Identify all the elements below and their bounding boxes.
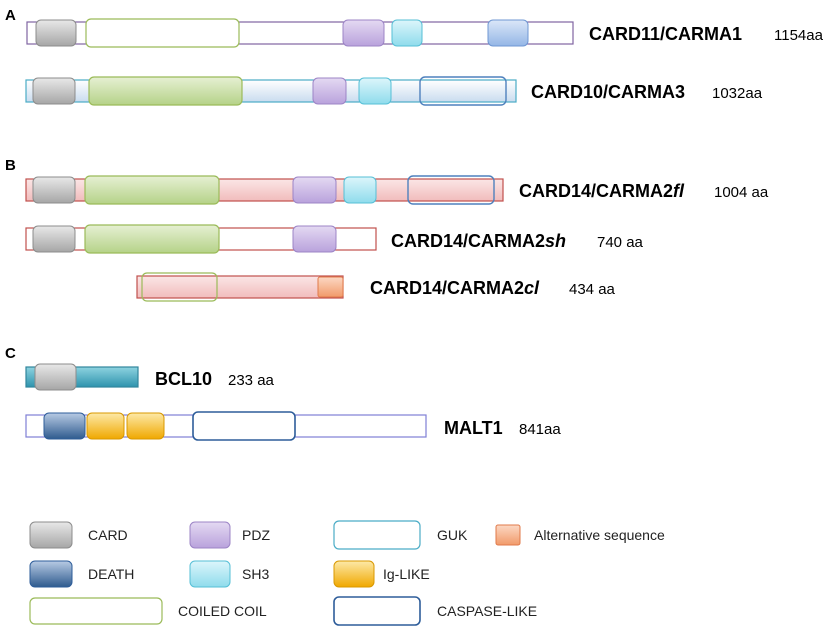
legend-caspase-like-label: CASPASE-LIKE (437, 603, 537, 619)
card-domain (35, 19, 77, 47)
protein-malt1: MALT1 841aa (25, 411, 561, 441)
protein-length: 434 aa (569, 281, 616, 298)
pdz-domain (342, 19, 385, 47)
legend-card-swatch (29, 521, 73, 549)
legend-ig-like-swatch (333, 560, 375, 588)
legend-pdz-swatch (189, 521, 231, 549)
ig-like-domain (86, 412, 125, 440)
legend-coiled-coil-label: COILED COIL (178, 603, 267, 619)
legend-ig-like-label: Ig-LIKE (383, 566, 430, 582)
protein-name: BCL10 (155, 369, 212, 389)
legend-death-label: DEATH (88, 566, 134, 582)
legend-pdz-label: PDZ (242, 527, 270, 543)
card-domain (32, 176, 76, 204)
legend-sh3-label: SH3 (242, 566, 269, 582)
ig-like-domain (126, 412, 165, 440)
protein-name: CARD14/CARMA2fl (519, 181, 685, 201)
card-domain (34, 363, 77, 391)
pdz-domain (292, 176, 337, 204)
panel-label-b: B (5, 157, 16, 174)
legend-guk-label: GUK (437, 527, 468, 543)
protein-name: MALT1 (444, 418, 503, 438)
guk-domain (487, 19, 529, 47)
legend-sh3-swatch (189, 560, 231, 588)
protein-length: 1032aa (712, 85, 763, 102)
protein-name: CARD14/CARMA2sh (391, 231, 566, 251)
caspase-like-domain (192, 411, 296, 441)
legend-caspase-like-swatch (333, 596, 421, 626)
protein-name: CARD10/CARMA3 (531, 82, 685, 102)
guk-domain (407, 175, 495, 205)
legend-guk-swatch (333, 520, 421, 550)
alternative-sequence-domain (317, 276, 344, 298)
protein-card14cl: CARD14/CARMA2cl 434 aa (136, 272, 616, 302)
protein-length: 233 aa (228, 372, 275, 389)
protein-bcl10: BCL10 233 aa (25, 363, 275, 391)
panel-label-a: A (5, 7, 16, 24)
legend-alternative-sequence-swatch (495, 524, 521, 546)
protein-name: CARD14/CARMA2cl (370, 278, 540, 298)
panel-label-c: C (5, 345, 16, 362)
coiled-coil-domain (88, 76, 243, 106)
coiled-coil-domain (85, 18, 240, 48)
sh3-domain (358, 77, 392, 105)
coiled-coil-domain (84, 175, 220, 205)
sh3-domain (391, 19, 423, 47)
legend-card-label: CARD (88, 527, 128, 543)
pdz-domain (312, 77, 347, 105)
legend: CARD PDZ GUK Alternative sequence DEATH … (29, 520, 665, 626)
coiled-coil-domain (84, 224, 220, 254)
protein-card14sh: CARD14/CARMA2sh 740 aa (25, 224, 644, 254)
guk-domain (419, 76, 507, 106)
protein-card14fl: CARD14/CARMA2fl 1004 aa (25, 175, 769, 205)
protein-length: 1004 aa (714, 184, 769, 201)
protein-length: 1154aa (774, 27, 824, 44)
protein-card10: CARD10/CARMA3 1032aa (25, 76, 763, 106)
protein-name: CARD11/CARMA1 (589, 24, 742, 44)
protein-card11: CARD11/CARMA1 1154aa (26, 18, 824, 48)
pdz-domain (292, 225, 337, 253)
legend-death-swatch (29, 560, 73, 588)
legend-coiled-coil-swatch (29, 597, 163, 625)
protein-length: 740 aa (597, 234, 644, 251)
backbone (136, 275, 344, 299)
card-domain (32, 77, 76, 105)
protein-length: 841aa (519, 421, 561, 438)
sh3-domain (343, 176, 377, 204)
card-domain (32, 225, 76, 253)
legend-alternative-sequence-label: Alternative sequence (534, 527, 665, 543)
coiled-coil-domain (141, 272, 218, 302)
death-domain (43, 412, 86, 440)
